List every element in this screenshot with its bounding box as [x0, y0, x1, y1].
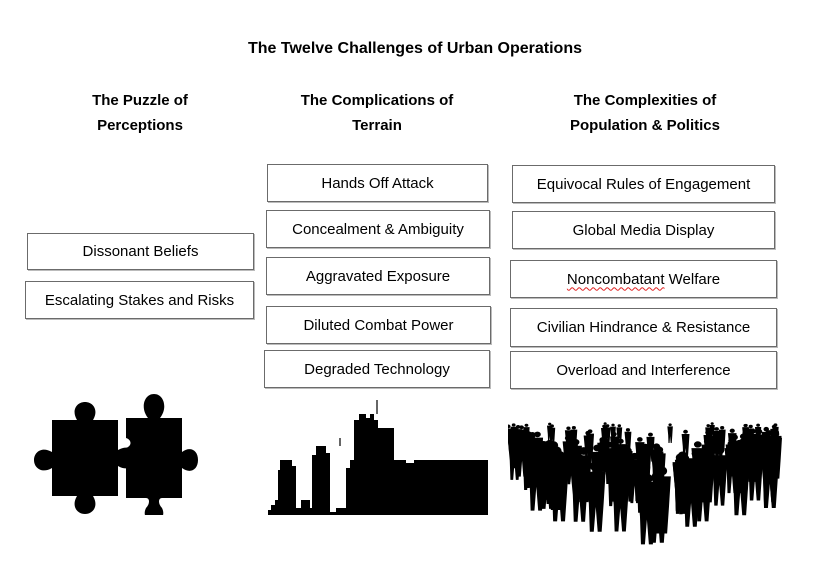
person-silhouette	[760, 438, 780, 509]
challenge-box: Overload and Interference	[510, 351, 777, 389]
person-silhouette	[585, 461, 606, 532]
person-silhouette	[710, 446, 728, 506]
challenge-box: Civilian Hindrance & Resistance	[510, 308, 777, 347]
person-silhouette	[681, 458, 701, 527]
city-skyline-icon	[268, 400, 488, 515]
challenge-box: Equivocal Rules of Engagement	[512, 165, 775, 203]
spellcheck-word: Noncombatant	[566, 270, 665, 288]
challenge-box: Escalating Stakes and Risks	[25, 281, 254, 319]
challenge-box: Degraded Technology	[264, 350, 490, 388]
puzzle-pieces-icon	[34, 394, 198, 515]
person-silhouette	[730, 446, 750, 516]
person-silhouette	[636, 473, 657, 545]
challenge-box: Concealment & Ambiguity	[266, 210, 490, 248]
person-silhouette	[583, 430, 593, 462]
person-silhouette	[508, 431, 522, 480]
challenge-box: Global Media Display	[512, 211, 775, 249]
column-heading-terrain: The Complications of Terrain	[247, 88, 507, 138]
challenge-box: Aggravated Exposure	[266, 257, 490, 295]
column-heading-perceptions: The Puzzle of Perceptions	[10, 88, 270, 138]
person-silhouette	[526, 443, 546, 511]
column-heading-population: The Complexities of Population & Politic…	[515, 88, 775, 138]
crowd-silhouette-icon	[508, 422, 783, 545]
diagram-title: The Twelve Challenges of Urban Operation…	[248, 40, 582, 57]
box-text-suffix: Welfare	[664, 270, 721, 288]
challenge-box: Noncombatant Welfare	[510, 260, 777, 298]
person-silhouette	[549, 450, 569, 522]
heading-line: Terrain	[352, 117, 402, 134]
heading-line: The Complications of	[300, 92, 454, 109]
challenge-box: Dissonant Beliefs	[27, 233, 254, 270]
challenge-box: Hands Off Attack	[267, 164, 488, 202]
heading-line: Population & Politics	[569, 117, 720, 134]
person-silhouette	[610, 464, 630, 532]
person-silhouette	[667, 423, 673, 444]
challenge-box: Diluted Combat Power	[266, 306, 491, 344]
person-silhouette	[569, 454, 589, 522]
heading-line: The Complexities of	[573, 92, 717, 109]
heading-line: Perceptions	[97, 117, 183, 134]
heading-line: The Puzzle of	[92, 92, 188, 109]
person-silhouette	[746, 439, 764, 501]
